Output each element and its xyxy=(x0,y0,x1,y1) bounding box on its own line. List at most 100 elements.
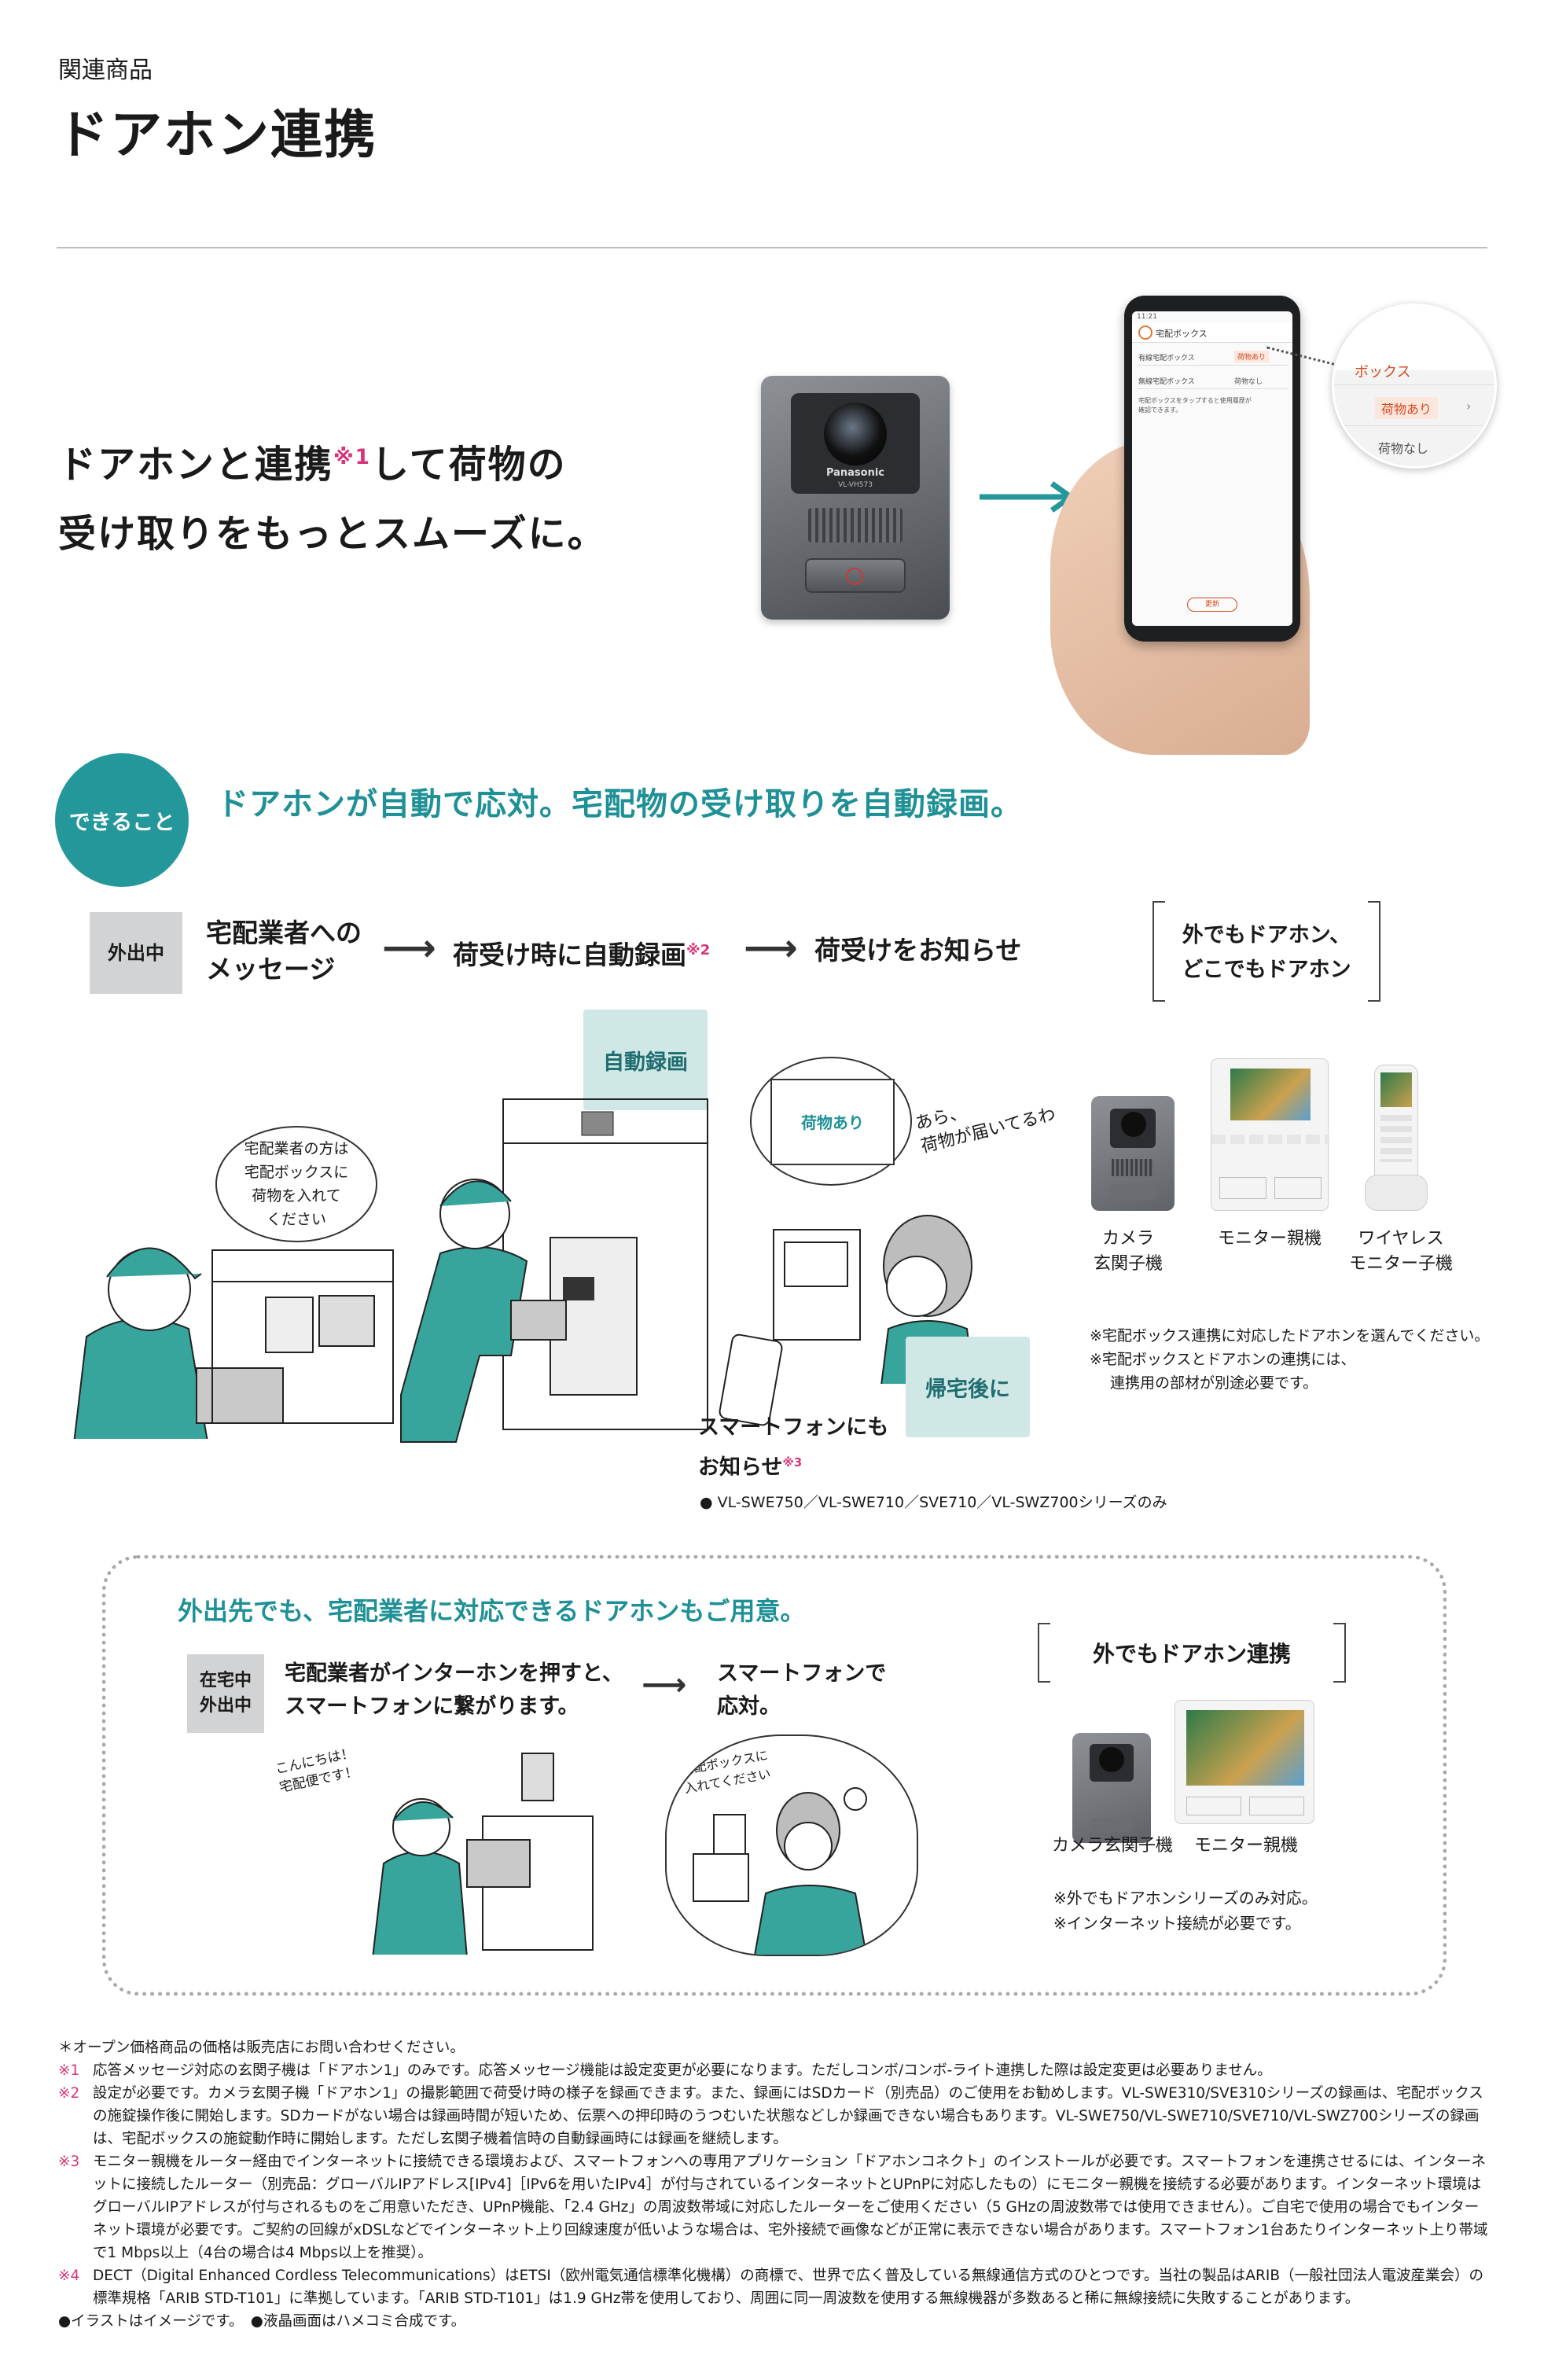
device-label-camera: カメラ 玄関子機 xyxy=(1085,1227,1171,1277)
device-label-monitor: モニター親機 xyxy=(1193,1836,1298,1856)
monitor-unit-image xyxy=(1211,1058,1329,1211)
monitor-unit-image xyxy=(1175,1700,1314,1824)
footnote-mark: ※1 xyxy=(58,2062,80,2079)
footnote-mark: ※2 xyxy=(58,2085,80,2102)
delivery-at-door-illustration xyxy=(365,1745,601,1959)
headline-part: 受け取りをもっとスムーズに。 xyxy=(58,512,607,556)
outside-doorphone-callout: 外でもドアホン、 どこでもドアホン xyxy=(1152,901,1380,1002)
flow-arrow: ⟶ xyxy=(641,1667,687,1703)
box-loading-illustration xyxy=(393,1096,715,1448)
note-line: ※インターネット接続が必要です。 xyxy=(1053,1914,1301,1933)
footnote-illustration: ●イラストはイメージです。 ●液晶画面はハメコミ合成です。 xyxy=(58,2313,466,2330)
panel-step-respond: スマートフォンで 応対。 xyxy=(717,1657,886,1723)
chevron-right-icon: › xyxy=(1466,399,1472,414)
screen-status-text: 荷物あり xyxy=(801,1113,864,1132)
delivery-person-illustration xyxy=(55,1124,401,1471)
footnote-text: 応答メッセージ対応の玄関子機は「ドアホン1」のみです。応答メッセージ機能は設定変… xyxy=(93,2062,1272,2079)
footnote-ref: ※2 xyxy=(686,942,711,958)
series-note: ● VL-SWE750／VL-SWE710／SVE710／VL-SWZ700シリ… xyxy=(700,1494,1167,1511)
device-label-line: モニター子機 xyxy=(1348,1254,1453,1274)
divider xyxy=(57,247,1487,248)
footnote: ※1 応答メッセージ対応の玄関子機は「ドアホン1」のみです。応答メッセージ機能は設… xyxy=(58,2059,1489,2082)
footnote-ref: ※3 xyxy=(782,1455,803,1470)
flow-step-message: 宅配業者への メッセージ xyxy=(206,915,362,988)
app-logo-icon xyxy=(1138,326,1152,340)
footnote-mark: ※4 xyxy=(58,2268,80,2284)
bubble-line: 荷物を入れて xyxy=(252,1187,341,1205)
device-label-line: 玄関子機 xyxy=(1093,1254,1163,1274)
page-title: ドアホン連携 xyxy=(57,105,377,165)
device-label-line: ワイヤレス xyxy=(1358,1229,1444,1249)
panel-step-ring: 宅配業者がインターホンを押すと、 スマートフォンに繋がります。 xyxy=(285,1657,623,1723)
hint-text: 宅配ボックスをタップすると使用履歴が確認できます。 xyxy=(1138,397,1252,414)
footnote-ref: ※1 xyxy=(333,445,372,469)
devices-notes: ※宅配ボックス連携に対応したドアホンを選んでください。 ※宅配ボックスとドアホン… xyxy=(1090,1324,1489,1395)
note-line: ※宅配ボックスとドアホンの連携には、 xyxy=(1090,1351,1356,1368)
device-label-line: カメラ xyxy=(1101,1229,1154,1249)
hero-headline: ドアホンと連携※1して荷物の 受け取りをもっとスムーズに。 xyxy=(58,423,607,568)
box-row-status[interactable]: 荷物なし xyxy=(1234,378,1263,386)
flow-arrow: ⟶ xyxy=(744,926,798,970)
camera-lens-icon xyxy=(824,403,887,465)
status-tag-home-away: 在宅中 外出中 xyxy=(187,1654,264,1733)
camera-unit-image xyxy=(1072,1733,1151,1843)
headline-part: して荷物の xyxy=(371,443,567,487)
outside-link-callout: 外でもドアホン連携 xyxy=(1038,1623,1346,1683)
zoom-status-on: 荷物あり xyxy=(1375,397,1439,419)
note-line: ※宅配ボックス連携に対応したドアホンを選んでください。 xyxy=(1090,1327,1490,1344)
flow-step-line: 荷受け時に自動録画 xyxy=(453,940,686,970)
notice-line: スマートフォンにも xyxy=(698,1415,889,1440)
step-line: スマートフォンに繋がります。 xyxy=(285,1694,579,1719)
speech-bubble: 宅配業者の方は 宅配ボックスに 荷物を入れて ください xyxy=(215,1126,377,1242)
tag-line: 外出中 xyxy=(199,1696,252,1716)
smartphone-image: 11:21 宅配ボックス 有線宅配ボックス 荷物あり 無線宅配ボックス 荷物なし… xyxy=(1124,296,1300,642)
box-row-label: 無線宅配ボックス xyxy=(1138,378,1195,386)
call-button xyxy=(805,558,906,593)
zoom-status-off: 荷物なし xyxy=(1378,441,1429,456)
footnote-text: DECT（Digital Enhanced Cordless Telecommu… xyxy=(93,2268,1484,2307)
bubble-line: 宅配ボックスに xyxy=(244,1164,349,1181)
step-line: 宅配業者がインターホンを押すと、 xyxy=(285,1661,623,1686)
status-time: 11:21 xyxy=(1137,313,1157,321)
smartphone-notice: スマートフォンにも お知らせ※3 xyxy=(698,1411,888,1485)
notice-line: お知らせ xyxy=(698,1455,783,1480)
bubble-line: 宅配業者の方は xyxy=(244,1140,349,1157)
app-title: 宅配ボックス xyxy=(1156,329,1208,339)
after-home-label: 帰宅後に xyxy=(906,1337,1030,1437)
footnote-text: 設定が必要です。カメラ玄関子機「ドアホン1」の撮影範囲で荷受け時の様子を録画でき… xyxy=(93,2085,1483,2147)
box-row-label: 有線宅配ボックス xyxy=(1138,355,1195,362)
status-tag-away: 外出中 xyxy=(90,912,182,994)
device-label-camera: カメラ玄関子機 xyxy=(1051,1836,1173,1856)
flow-step-line: 宅配業者への xyxy=(206,918,362,948)
tag-line: 在宅中 xyxy=(199,1671,252,1690)
panel-notes: ※外でもドアホンシリーズのみ対応。 ※インターネット接続が必要です。 xyxy=(1053,1885,1318,1936)
headline-part: ドアホンと連携 xyxy=(58,443,334,487)
footnote-mark: ※3 xyxy=(58,2154,80,2170)
note-line: ※外でもドアホンシリーズのみ対応。 xyxy=(1053,1889,1318,1907)
flow-arrow: ⟶ xyxy=(382,926,436,970)
callout-title: 外でもドアホン連携 xyxy=(1092,1641,1291,1667)
remote-response-panel xyxy=(102,1555,1447,1996)
smartphone-response-bubble: 宅配ボックスに 入れてください xyxy=(665,1734,918,1956)
callout-line: どこでもドアホン xyxy=(1182,958,1351,982)
device-label-wireless: ワイヤレス モニター子機 xyxy=(1346,1227,1456,1277)
can-do-badge: できること xyxy=(55,753,189,887)
doorbell-brand: Panasonic xyxy=(825,467,885,479)
refresh-button[interactable]: 更新 xyxy=(1187,598,1237,612)
zoom-title: ボックス xyxy=(1355,364,1411,381)
box-row-status[interactable]: 荷物あり xyxy=(1234,351,1270,362)
doorbell-model: VL-VH573 xyxy=(838,481,873,489)
device-label-monitor: モニター親機 xyxy=(1217,1229,1322,1249)
speaker-grille xyxy=(808,508,903,543)
category-label: 関連商品 xyxy=(58,57,153,84)
zoom-circle: ボックス 荷物あり › 荷物なし xyxy=(1332,303,1497,469)
note-line: 連携用の部材が別途必要です。 xyxy=(1110,1374,1318,1392)
footnote: ※4 DECT（Digital Enhanced Cordless Telecom… xyxy=(58,2264,1489,2310)
step-line: 応対。 xyxy=(717,1694,781,1719)
auto-record-label: 自動録画 xyxy=(583,1010,708,1110)
footnote: ※2 設定が必要です。カメラ玄関子機「ドアホン1」の撮影範囲で荷受け時の様子を録画… xyxy=(58,2082,1489,2150)
panel-headline: 外出先でも、宅配業者に対応できるドアホンもご用意。 xyxy=(178,1596,806,1626)
flow-step-record: 荷受け時に自動録画※2 xyxy=(453,933,710,973)
